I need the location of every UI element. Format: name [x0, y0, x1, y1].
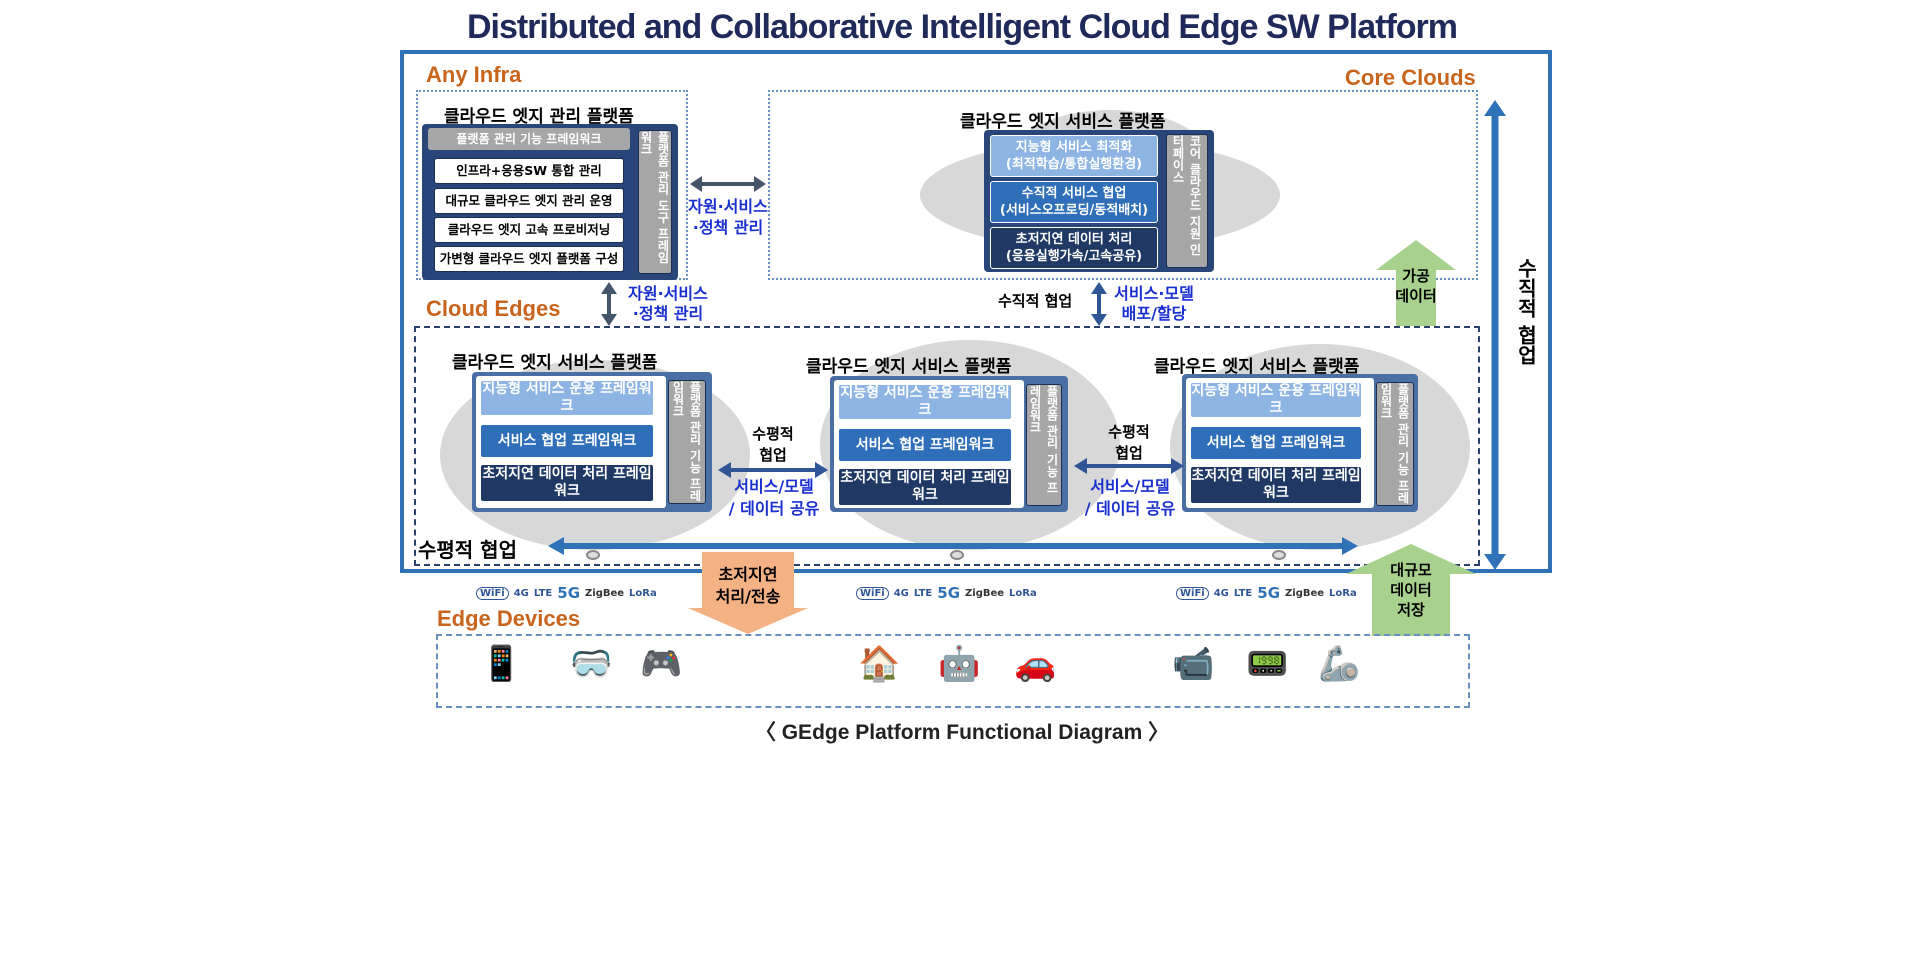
edge1-edge2-arrow: [718, 462, 828, 478]
wifi-icon: WiFi: [1176, 586, 1209, 600]
mgmt-core-arrow: [690, 176, 766, 192]
edge3-mgmt-framework: 플랫폼 관리 기능 프레임워크: [1376, 382, 1414, 506]
core-clouds-label: Core Clouds: [1345, 65, 1476, 90]
robot-icon: 🤖: [938, 644, 981, 684]
mgmt-item: 대규모 클라우드 엣지 관리 운영: [434, 188, 624, 214]
5g-icon: 5G: [937, 584, 961, 602]
lora-icon: LoRa: [1329, 587, 1357, 599]
share-label-2: 서비스/모델/ 데이터 공유: [1084, 477, 1176, 518]
core-edge-arrow: [1091, 282, 1107, 326]
ultra-low-latency-arrow: [688, 552, 808, 634]
edge3-intelligent-framework: 지능형 서비스 운용 프레임워크: [1190, 382, 1362, 418]
tablet-icon: 📟: [1246, 644, 1289, 684]
vr-headset-icon: 🥽: [570, 644, 613, 684]
wireless-icons-1: WiFi 4G LTE 5G ZigBee LoRa: [476, 584, 657, 602]
core-low-latency: 초저지연 데이터 처리(응용실행가속/고속공유): [990, 227, 1158, 269]
zigbee-icon: ZigBee: [965, 587, 1005, 599]
mgmt-title: 클라우드 엣지 관리 플랫폼: [444, 107, 634, 127]
vertical-collab-arrow: [1484, 100, 1506, 570]
smartphone-icon: 📱: [480, 644, 523, 684]
edge1-mgmt-framework: 플랫폼 관리 기능 프레임워크: [668, 380, 706, 504]
5g-icon: 5G: [1257, 584, 1281, 602]
edge3-low-latency-framework: 초저지연 데이터 처리 프레임워크: [1190, 466, 1362, 504]
platform-frame: [400, 50, 1552, 573]
mgmt-item: 클라우드 엣지 고속 프로비저닝: [434, 217, 624, 243]
mgmt-item: 인프라+응용SW 통합 관리: [434, 158, 624, 184]
mgmt-item: 가변형 클라우드 엣지 플랫폼 구성: [434, 246, 624, 272]
any-infra-label: Any Infra: [426, 62, 522, 87]
mgmt-edge-arrow: [601, 282, 617, 326]
edge-devices-box: [436, 634, 1470, 708]
processed-data-arrow: [1376, 240, 1456, 326]
lte-icon: LTE: [913, 587, 933, 599]
4g-icon: 4G: [893, 587, 909, 599]
diagram-caption: 〈 GEdge Platform Functional Diagram 〉: [754, 721, 1170, 744]
cctv-icon: 📹: [1172, 644, 1215, 684]
edge2-title: 클라우드 엣지 서비스 플랫폼: [806, 357, 1012, 377]
core-interface: 코어 클라우드 지원 인터페이스: [1166, 134, 1208, 268]
edge-devices-label: Edge Devices: [437, 606, 581, 631]
mgmt-header: 플랫폼 관리 기능 프레임워크: [428, 128, 630, 150]
share-label-1: 서비스/모델/ 데이터 공유: [728, 477, 820, 518]
gateway-icon: [586, 550, 600, 560]
vertical-side-label: 수직적 협업: [1514, 258, 1538, 365]
edge2-collab-framework: 서비스 협업 프레임워크: [838, 428, 1012, 462]
edge2-edge3-arrow: [1074, 458, 1184, 474]
gateway-icon: [1272, 550, 1286, 560]
edge1-collab-framework: 서비스 협업 프레임워크: [480, 424, 654, 458]
vertical-collab-label: 수직적 협업: [998, 292, 1073, 310]
lte-icon: LTE: [533, 587, 553, 599]
4g-icon: 4G: [513, 587, 529, 599]
big-data-arrow: [1346, 544, 1476, 636]
lte-icon: LTE: [1233, 587, 1253, 599]
resource-policy-label-2: 자원·서비스·정책 관리: [628, 284, 708, 323]
robot-arm-icon: 🦾: [1318, 644, 1361, 684]
zigbee-icon: ZigBee: [585, 587, 625, 599]
core-vertical-collab: 수직적 서비스 협업(서비스오프로딩/동적배치): [990, 181, 1158, 223]
core-title: 클라우드 엣지 서비스 플랫폼: [960, 112, 1166, 132]
wireless-icons-3: WiFi 4G LTE 5G ZigBee LoRa: [1176, 584, 1357, 602]
connected-car-icon: 🚗: [1014, 644, 1057, 684]
edge1-title: 클라우드 엣지 서비스 플랫폼: [452, 353, 658, 373]
mgmt-side-tool: 플랫폼 관리 도구 프레임워크: [638, 130, 672, 274]
core-service-optimization: 지능형 서비스 최적화(최적학습/통합실행환경): [990, 135, 1158, 177]
cloud-edges-box: [414, 326, 1480, 566]
cloud-edges-label: Cloud Edges: [426, 296, 561, 321]
edge3-title: 클라우드 엣지 서비스 플랫폼: [1154, 357, 1360, 377]
smart-home-icon: 🏠: [858, 644, 901, 684]
5g-icon: 5G: [557, 584, 581, 602]
gateway-icon: [950, 550, 964, 560]
wireless-icons-2: WiFi 4G LTE 5G ZigBee LoRa: [856, 584, 1037, 602]
horizontal-collab-arrow: [548, 537, 1358, 555]
page-title: Distributed and Collaborative Intelligen…: [466, 8, 1458, 46]
zigbee-icon: ZigBee: [1285, 587, 1325, 599]
wifi-icon: WiFi: [476, 586, 509, 600]
wifi-icon: WiFi: [856, 586, 889, 600]
edge1-intelligent-framework: 지능형 서비스 운용 프레임워크: [480, 380, 654, 416]
lora-icon: LoRa: [1009, 587, 1037, 599]
edge2-intelligent-framework: 지능형 서비스 운용 프레임워크: [838, 384, 1012, 420]
resource-policy-label: 자원·서비스·정책 관리: [688, 197, 768, 237]
horizontal-collab-bottom-label: 수평적 협업: [418, 538, 517, 562]
edge2-mgmt-framework: 플랫폼 관리 기능 프레임워크: [1026, 384, 1062, 506]
core-clouds-box: [768, 90, 1478, 280]
edge3-collab-framework: 서비스 협업 프레임워크: [1190, 426, 1362, 460]
game-console-icon: 🎮: [640, 644, 683, 684]
edge2-low-latency-framework: 초저지연 데이터 처리 프레임워크: [838, 468, 1012, 506]
lora-icon: LoRa: [629, 587, 657, 599]
4g-icon: 4G: [1213, 587, 1229, 599]
edge1-low-latency-framework: 초저지연 데이터 처리 프레임워크: [480, 464, 654, 502]
